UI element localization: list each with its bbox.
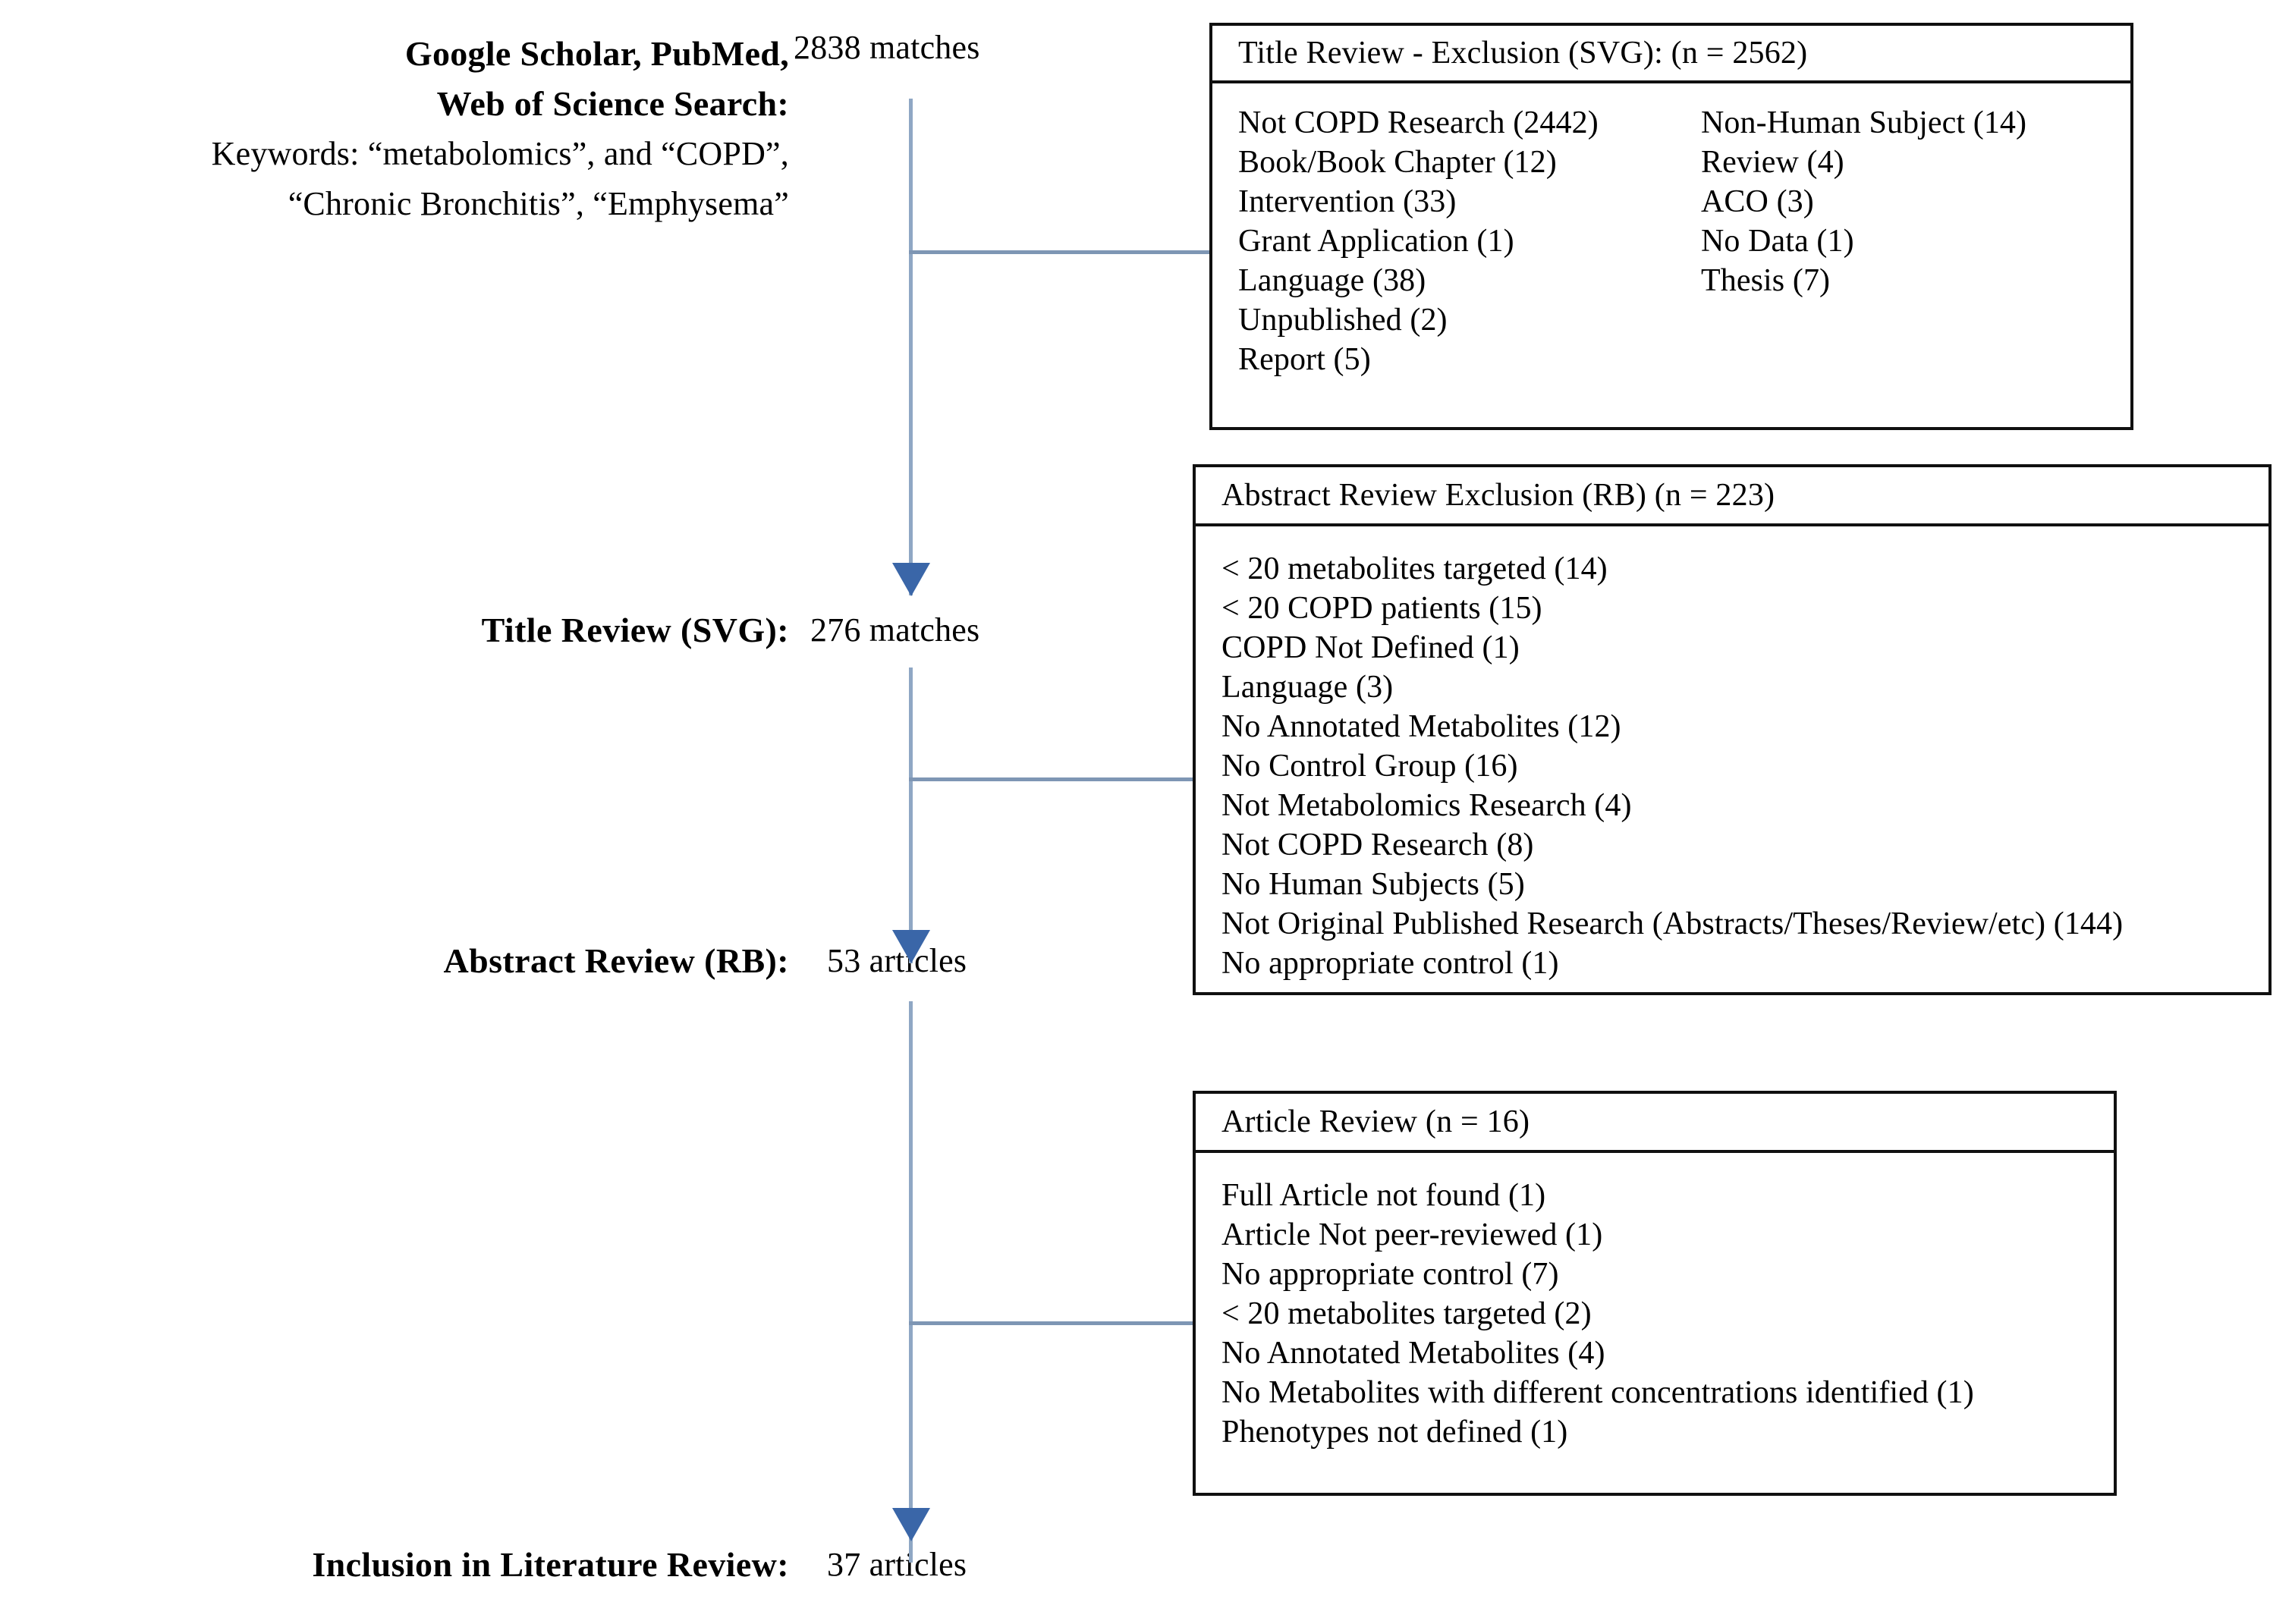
exclusion-reason-grid: Not COPD Research (2442) Non-Human Subje… — [1238, 103, 2130, 379]
connector-line-abstract-to-inclusion — [909, 1001, 913, 1563]
exclusion-reason: < 20 metabolites targeted (2) — [1221, 1296, 1592, 1331]
exclusion-reason: Language (38) — [1238, 263, 1426, 298]
exclusion-reason: No Data (1) — [1701, 224, 1854, 259]
exclusion-box-article-review: Article Review (n = 16) Full Article not… — [1193, 1091, 2117, 1496]
exclusion-reason: < 20 COPD patients (15) — [1221, 591, 1542, 626]
exclusion-reason-empty — [1701, 300, 2130, 340]
exclusion-reason: Language (3) — [1221, 670, 1394, 705]
stage-label-title-review: Title Review (SVG): — [481, 611, 789, 649]
arrowhead-title-review — [892, 563, 930, 596]
exclusion-reason: Thesis (7) — [1701, 263, 1831, 298]
connector-branch-article-exclusion — [909, 1321, 1212, 1325]
exclusion-reason: Not COPD Research (2442) — [1238, 105, 1599, 140]
exclusion-reason: Report (5) — [1238, 342, 1371, 377]
stage-label-abstract-review: Abstract Review (RB): — [443, 941, 789, 980]
exclusion-box-title-review: Title Review - Exclusion (SVG): (n = 256… — [1209, 23, 2133, 430]
arrowhead-abstract-review — [892, 930, 930, 963]
exclusion-box-abstract-review: Abstract Review Exclusion (RB) (n = 223)… — [1193, 464, 2272, 995]
exclusion-reason: Not Metabolomics Research (4) — [1221, 788, 1632, 823]
exclusion-reason: Not COPD Research (8) — [1221, 828, 1534, 862]
exclusion-box-article-review-header-text: Article Review (n = 16) — [1221, 1104, 1530, 1139]
exclusion-reason: Unpublished (2) — [1238, 303, 1448, 338]
exclusion-reason: Intervention (33) — [1238, 184, 1457, 219]
connector-branch-title-exclusion — [909, 250, 1212, 254]
exclusion-reason: Not Original Published Research (Abstrac… — [1221, 906, 2124, 941]
exclusion-box-abstract-review-header: Abstract Review Exclusion (RB) (n = 223) — [1196, 467, 2268, 526]
exclusion-reason: Non-Human Subject (14) — [1701, 105, 2027, 140]
exclusion-reason: Book/Book Chapter (12) — [1238, 145, 1557, 180]
exclusion-reason: Review (4) — [1701, 145, 1844, 180]
exclusion-reason: No Metabolites with different concentrat… — [1221, 1375, 1974, 1410]
exclusion-box-abstract-review-header-text: Abstract Review Exclusion (RB) (n = 223) — [1221, 478, 1775, 513]
exclusion-reason: Grant Application (1) — [1238, 224, 1514, 259]
search-keywords-line-2: “Chronic Bronchitis”, “Emphysema” — [288, 185, 789, 222]
title-review-count: 276 matches — [810, 611, 980, 649]
exclusion-reason: No Control Group (16) — [1221, 749, 1518, 784]
exclusion-reason-empty — [1701, 340, 2130, 379]
exclusion-reason: No appropriate control (1) — [1221, 946, 1559, 981]
exclusion-box-title-review-header-text: Title Review - Exclusion (SVG): (n = 256… — [1238, 36, 1808, 71]
stage-label-inclusion: Inclusion in Literature Review: — [312, 1545, 789, 1584]
exclusion-reason: Phenotypes not defined (1) — [1221, 1415, 1568, 1450]
exclusion-box-abstract-review-body: < 20 metabolites targeted (14) < 20 COPD… — [1196, 526, 2268, 983]
search-strategy-block: Google Scholar, PubMed, Web of Science S… — [30, 29, 789, 229]
exclusion-reason: ACO (3) — [1701, 184, 1814, 219]
search-source-line-1: Google Scholar, PubMed, — [404, 34, 789, 73]
connector-line-search-to-title — [909, 99, 913, 595]
exclusion-reason: < 20 metabolites targeted (14) — [1221, 551, 1608, 586]
exclusion-box-title-review-header: Title Review - Exclusion (SVG): (n = 256… — [1212, 26, 2130, 83]
inclusion-count: 37 articles — [827, 1546, 967, 1583]
connector-line-title-to-abstract — [909, 668, 913, 963]
exclusion-reason: No appropriate control (7) — [1221, 1257, 1559, 1292]
exclusion-reason: COPD Not Defined (1) — [1221, 630, 1520, 665]
exclusion-reason: Article Not peer-reviewed (1) — [1221, 1217, 1603, 1252]
arrowhead-inclusion — [892, 1508, 930, 1541]
search-keywords-line-1: Keywords: “metabolomics”, and “COPD”, — [211, 135, 789, 172]
exclusion-box-article-review-header: Article Review (n = 16) — [1196, 1094, 2114, 1153]
exclusion-reason: No Human Subjects (5) — [1221, 867, 1525, 902]
exclusion-box-title-review-body: Not COPD Research (2442) Non-Human Subje… — [1212, 83, 2130, 379]
search-source-line-2: Web of Science Search: — [436, 84, 789, 123]
connector-branch-abstract-exclusion — [909, 777, 1212, 781]
search-match-count: 2838 matches — [794, 29, 980, 66]
exclusion-reason: No Annotated Metabolites (4) — [1221, 1336, 1605, 1371]
exclusion-box-article-review-body: Full Article not found (1) Article Not p… — [1196, 1153, 2114, 1452]
exclusion-reason: No Annotated Metabolites (12) — [1221, 709, 1621, 744]
exclusion-reason: Full Article not found (1) — [1221, 1178, 1546, 1213]
